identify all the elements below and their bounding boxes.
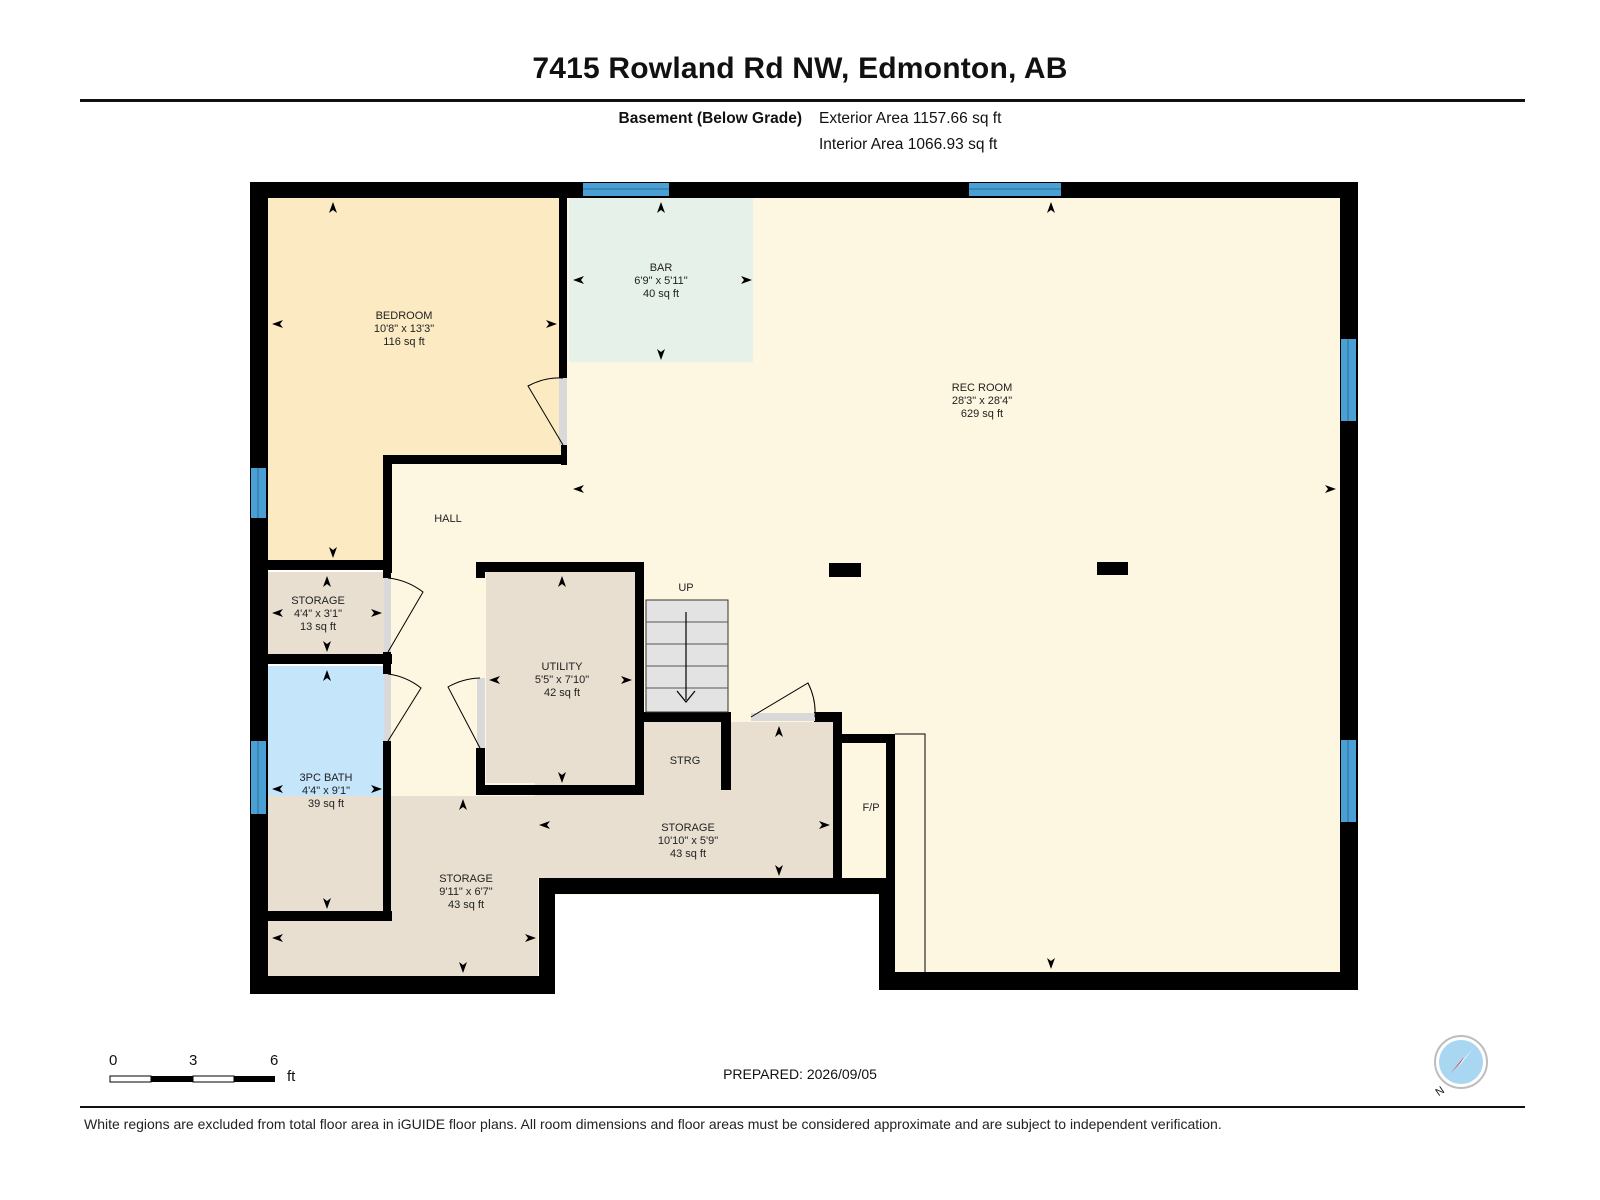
wall-notch-vertical-left: [539, 880, 555, 994]
bedroom-door: [527, 377, 567, 446]
wall-bath-right-lower: [383, 741, 391, 921]
storage-small-fill: [268, 572, 385, 654]
storage-left-fill: [268, 796, 538, 976]
wall-utility-top: [476, 562, 644, 572]
doors: [384, 377, 816, 749]
storage-mid-fill: [535, 722, 833, 878]
footer-divider: [80, 1106, 1525, 1108]
scale-tick-0: 0: [109, 1052, 118, 1069]
stairs-label: UP: [678, 582, 693, 594]
disclaimer-text: White regions are excluded from total fl…: [84, 1116, 1222, 1132]
bar-area: 40 sq ft: [643, 288, 679, 300]
storage-small-dims: 4'4" x 3'1": [294, 608, 342, 620]
wall-bottom-left: [250, 976, 555, 994]
header-divider: [80, 99, 1525, 102]
utility-name: UTILITY: [542, 661, 584, 673]
wall-bath-right-upper: [383, 652, 391, 674]
prepared-date: PREPARED: 2026/09/05: [723, 1066, 877, 1082]
bath-dims: 4'4" x 9'1": [302, 785, 350, 797]
wall-notch-top: [539, 878, 895, 894]
fireplace-label: F/P: [862, 802, 879, 814]
fireplace-hearth-outline: [895, 733, 926, 972]
compass-north-label: N: [1433, 1084, 1446, 1098]
stairs: [645, 599, 729, 713]
wall-storage-right: [383, 568, 391, 578]
bedroom-fill-lower: [268, 455, 385, 560]
exterior-area: Exterior Area 1157.66 sq ft: [819, 110, 1002, 127]
storage-left-dims: 9'11" x 6'7": [439, 886, 492, 898]
bedroom-area: 116 sq ft: [383, 336, 424, 348]
interior-area: Interior Area 1066.93 sq ft: [819, 136, 998, 153]
rec-room-area: 629 sq ft: [961, 408, 1003, 420]
dimension-arrows: [272, 202, 1336, 973]
rec-room-dims: 28'3" x 28'4": [952, 395, 1012, 407]
wall-bedroom-bottom: [383, 455, 567, 464]
utility-dims: 5'5" x 7'10": [535, 674, 589, 686]
scale-unit: ft: [287, 1068, 296, 1085]
storage-mid-dims: 10'10" x 5'9": [658, 835, 718, 847]
rec-room-name: REC ROOM: [952, 382, 1013, 394]
wall-strg-divider: [721, 712, 731, 790]
wall-storage-bath: [266, 654, 392, 664]
wall-storage-top: [266, 560, 392, 570]
wall-storage-mid-right: [833, 712, 842, 880]
bar-name: BAR: [650, 262, 673, 274]
wall-top: [250, 182, 1358, 198]
stairs-fill: [646, 600, 728, 712]
level-label: Basement (Below Grade): [618, 110, 802, 127]
scale-tick-6: 6: [270, 1052, 279, 1069]
wall-stair-bottom: [644, 712, 726, 722]
wall-bath-bottom: [266, 911, 392, 921]
bath-name: 3PC BATH: [300, 772, 353, 784]
room-labels: BEDROOM 10'8" x 13'3" 116 sq ft BAR 6'9"…: [291, 262, 1012, 911]
wall-right: [1340, 182, 1358, 990]
wall-left: [250, 182, 268, 994]
wall-utility-left-lower: [476, 748, 485, 795]
stair-arrowhead: [676, 690, 696, 703]
column-1: [829, 563, 861, 577]
column-2: [1097, 562, 1128, 575]
strg-name: STRG: [670, 755, 701, 767]
exterior-white: [555, 895, 880, 995]
room-fills: [268, 198, 1340, 995]
storage-left-area: 43 sq ft: [448, 899, 484, 911]
wall-bedroom-right: [559, 196, 567, 378]
storage-small-area: 13 sq ft: [300, 621, 336, 633]
bedroom-fill: [268, 198, 563, 460]
bedroom-name: BEDROOM: [376, 310, 433, 322]
storage-mid-name: STORAGE: [661, 822, 715, 834]
bedroom-dims: 10'8" x 13'3": [374, 323, 434, 335]
wall-utility-left: [476, 562, 485, 578]
wall-bottom-right: [879, 972, 1358, 990]
compass-icon: N: [1433, 1035, 1488, 1099]
bar-dims: 6'9" x 5'11": [634, 275, 687, 287]
wall-utility-right: [635, 562, 644, 795]
thin-lines: [895, 733, 926, 972]
scale-bar: [109, 1075, 275, 1083]
bar-fill: [569, 198, 753, 362]
fp-fill: [840, 742, 892, 878]
storage-mid-area: 43 sq ft: [670, 848, 706, 860]
utility-door: [447, 677, 485, 749]
storage-left-name: STORAGE: [439, 873, 493, 885]
page-title: 7415 Rowland Rd NW, Edmonton, AB: [532, 52, 1068, 85]
hall-name: HALL: [434, 513, 462, 525]
wall-fp-right: [886, 734, 895, 880]
wall-notch-vertical-right: [879, 878, 895, 990]
storage-door: [384, 577, 424, 653]
wall-utility-bottom: [476, 785, 644, 795]
wall-fp-top: [840, 734, 895, 743]
storage-mid-door: [750, 682, 816, 721]
bath-door: [384, 673, 422, 742]
wall-hall-left: [383, 455, 392, 573]
utility-area: 42 sq ft: [544, 687, 580, 699]
scale-tick-3: 3: [189, 1052, 198, 1069]
storage-small-name: STORAGE: [291, 595, 345, 607]
wall-storage-mid-top-right: [814, 712, 842, 722]
bath-area: 39 sq ft: [308, 798, 344, 810]
